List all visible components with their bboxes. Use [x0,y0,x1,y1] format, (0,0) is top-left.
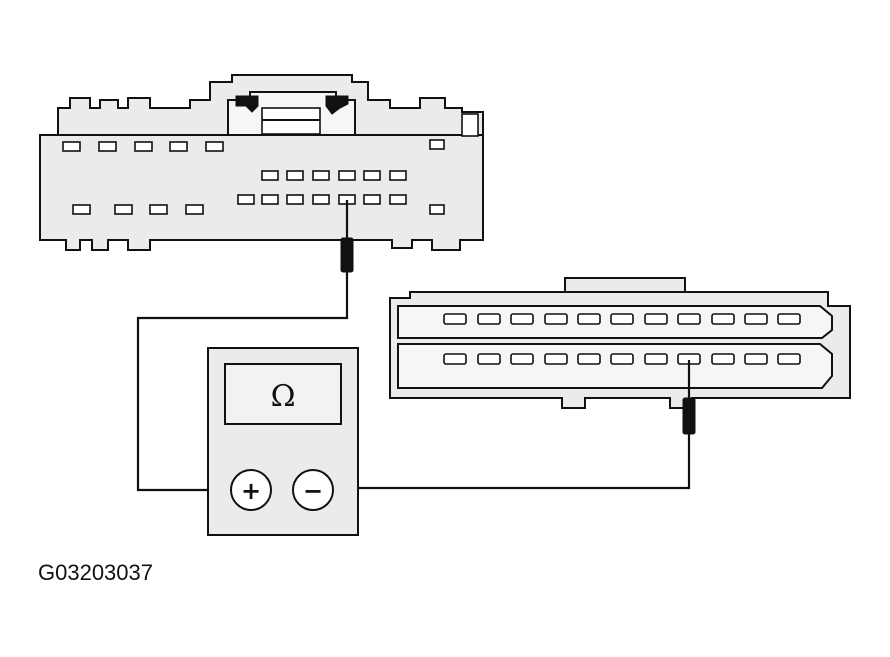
positive-lead-wire [136,272,349,492]
upper-probe [340,200,354,273]
meter-display-ohm-symbol: Ω [271,379,296,414]
negative-terminal-label: − [303,477,323,505]
positive-terminal [230,469,272,511]
ohmmeter: Ω + − [207,347,359,536]
negative-terminal [292,469,334,511]
negative-lead-wire [336,434,691,490]
lower-connector [389,277,851,409]
positive-terminal-label: + [241,477,261,505]
lower-connector-pins [443,313,801,365]
figure-code: G03203037 [38,560,153,585]
upper-connector [39,74,484,251]
upper-connector-pins [62,139,445,215]
meter-display [224,363,342,425]
